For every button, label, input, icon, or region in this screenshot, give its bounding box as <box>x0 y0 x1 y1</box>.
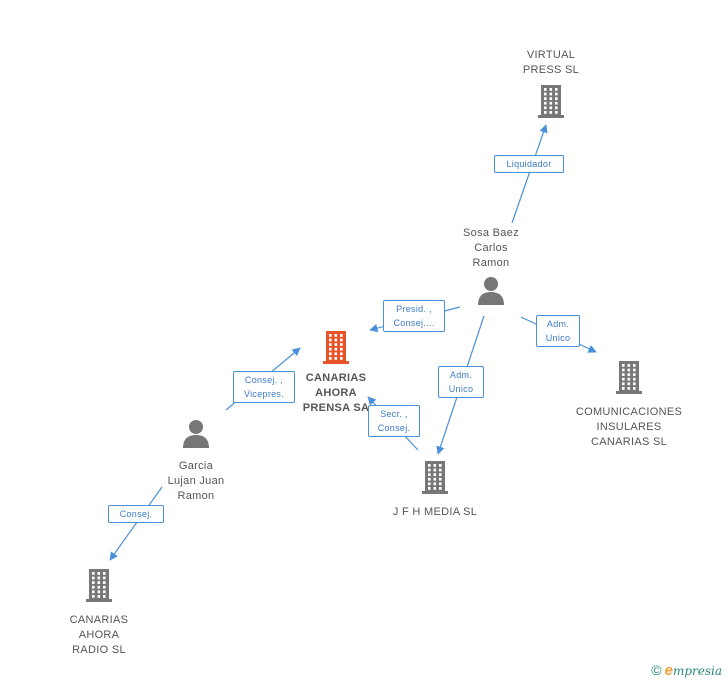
brand-logo-letter: e <box>664 662 673 679</box>
node-label: COMUNICACIONES INSULARES CANARIAS SL <box>575 406 683 448</box>
person-icon <box>476 275 506 310</box>
building-icon <box>614 360 644 399</box>
node-label: CANARIAS AHORA PRENSA SA <box>302 372 370 414</box>
node-label: Garcia Lujan Juan Ramon <box>167 460 225 502</box>
node-label: VIRTUAL PRESS SL <box>522 49 580 76</box>
footer-brand: ©empresia <box>651 662 722 679</box>
node-label: Sosa Baez Carlos Ramon <box>463 227 519 269</box>
copyright-icon: © <box>651 662 662 678</box>
building-icon <box>420 460 450 499</box>
node-canarias-ahora-radio[interactable]: CANARIAS AHORA RADIO SL <box>53 568 145 658</box>
brand-name: mpresia <box>672 664 722 678</box>
edge-label-liquidador[interactable]: Liquidador <box>494 155 564 173</box>
edge-label-adm-unico-jfh[interactable]: Adm. Unico <box>438 366 484 398</box>
edge-label-consej-vicepres[interactable]: Consej. , Vicepres. <box>233 371 295 403</box>
building-icon <box>536 84 566 123</box>
node-label: J F H MEDIA SL <box>392 506 478 518</box>
node-label: CANARIAS AHORA RADIO SL <box>69 614 129 656</box>
node-virtual-press[interactable]: VIRTUAL PRESS SL <box>505 48 597 123</box>
edge-label-adm-unico-comunicaciones[interactable]: Adm. Unico <box>536 315 580 347</box>
node-sosa-baez[interactable]: Sosa Baez Carlos Ramon <box>445 226 537 310</box>
building-icon <box>321 330 351 369</box>
edge-garcia-canarias_radio <box>109 486 163 561</box>
node-canarias-ahora-prensa[interactable]: CANARIAS AHORA PRENSA SA <box>290 330 382 416</box>
person-icon <box>181 418 211 453</box>
node-garcia-lujan[interactable]: Garcia Lujan Juan Ramon <box>150 418 242 504</box>
edge-label-consej[interactable]: Consej. <box>108 505 164 523</box>
edge-sosa-virtual <box>511 124 548 224</box>
edge-label-secr-consej[interactable]: Secr. , Consej. <box>368 405 420 437</box>
edge-label-presid-consej[interactable]: Presid. , Consej.... <box>383 300 445 332</box>
node-comunicaciones-insulares[interactable]: COMUNICACIONES INSULARES CANARIAS SL <box>573 360 685 450</box>
building-icon <box>84 568 114 607</box>
node-jfh-media[interactable]: J F H MEDIA SL <box>385 460 485 520</box>
